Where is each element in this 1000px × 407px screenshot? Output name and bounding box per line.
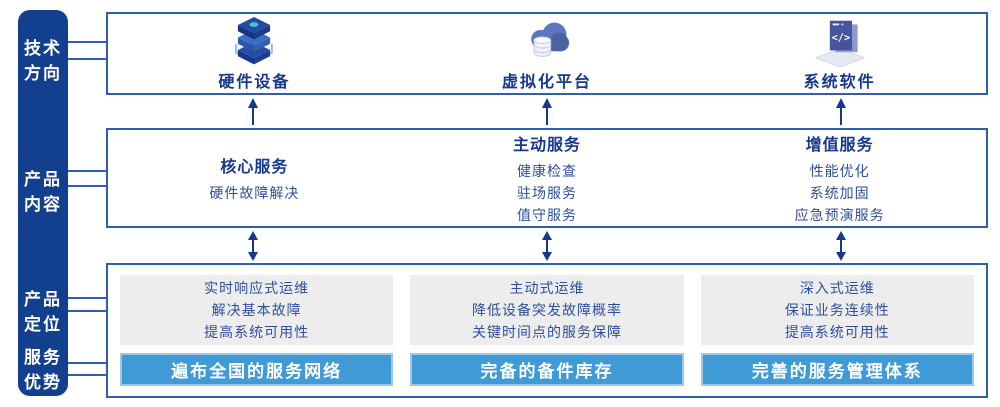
arrow-row-up — [106, 95, 988, 128]
position-line: 实时响应式运维 — [204, 280, 310, 296]
connector-line — [68, 362, 106, 364]
connector-line — [68, 297, 106, 299]
service-column-title: 核心服务 — [220, 158, 289, 176]
service-column-title: 主动服务 — [513, 136, 582, 154]
service-item: 系统加固 — [809, 184, 870, 201]
position-column-proactive: 主动式运维 降低设备突发故障概率 关键时间点的服务保障 完备的备件库存 — [410, 275, 684, 386]
double-arrow-icon — [400, 228, 694, 263]
position-line: 解决基本故障 — [211, 302, 302, 318]
tech-item-label: 虚拟化平台 — [502, 74, 593, 91]
advantage-banner: 完善的服务管理体系 — [700, 353, 974, 386]
connector-line — [68, 374, 106, 376]
cloud-database-icon — [517, 17, 577, 67]
position-column-indepth: 深入式运维 保证业务连续性 提高系统可用性 完善的服务管理体系 — [700, 275, 974, 386]
server-stack-icon — [225, 17, 283, 67]
position-line: 深入式运维 — [799, 280, 875, 296]
position-line: 关键时间点的服务保障 — [471, 324, 622, 340]
position-line: 提高系统可用性 — [784, 324, 890, 340]
sidebar-label-tech-direction: 技术方向 — [24, 39, 62, 83]
position-line: 保证业务连续性 — [784, 302, 890, 318]
double-arrow-icon — [106, 228, 400, 263]
category-sidebar: 技术方向 产品内容 产品定位 服务优势 — [18, 10, 68, 396]
service-item: 性能优化 — [809, 162, 870, 179]
up-arrow-icon — [106, 95, 400, 128]
advantage-banner: 遍布全国的服务网络 — [120, 353, 394, 386]
tech-item-label: 硬件设备 — [218, 74, 291, 91]
code-window-icon: </> — [810, 17, 870, 68]
tech-item-label: 系统软件 — [803, 74, 876, 91]
position-line: 提高系统可用性 — [204, 324, 310, 340]
service-item: 硬件故障解决 — [209, 184, 300, 201]
double-arrow-icon — [694, 228, 988, 263]
service-item: 健康检查 — [517, 162, 577, 179]
connector-line — [68, 310, 106, 312]
position-column-realtime: 实时响应式运维 解决基本故障 提高系统可用性 遍布全国的服务网络 — [120, 275, 394, 386]
connector-line — [68, 185, 106, 187]
code-glyph: </> — [831, 33, 849, 44]
service-item: 值守服务 — [517, 206, 577, 223]
connector-line — [68, 41, 106, 43]
service-column-proactive: 主动服务 健康检查 驻场服务 值守服务 — [401, 130, 694, 226]
position-description-panel: 实时响应式运维 解决基本故障 提高系统可用性 — [120, 275, 394, 345]
advantage-banner: 完备的备件库存 — [410, 353, 684, 386]
sidebar-label-product-content: 产品内容 — [24, 170, 62, 214]
sidebar-label-service-advantage: 服务优势 — [24, 348, 62, 392]
up-arrow-icon — [694, 95, 988, 128]
service-item: 应急预演服务 — [794, 206, 885, 223]
service-column-title: 增值服务 — [805, 136, 874, 154]
tech-direction-box: 硬件设备 虚拟化平台 — [106, 12, 988, 95]
product-position-box: 实时响应式运维 解决基本故障 提高系统可用性 遍布全国的服务网络 主动式运维 降… — [106, 263, 988, 398]
service-column-core: 核心服务 硬件故障解决 — [108, 130, 401, 226]
position-line: 降低设备突发故障概率 — [471, 302, 622, 318]
position-description-panel: 主动式运维 降低设备突发故障概率 关键时间点的服务保障 — [410, 275, 684, 345]
tech-item-hardware: 硬件设备 — [108, 14, 401, 93]
position-description-panel: 深入式运维 保证业务连续性 提高系统可用性 — [700, 275, 974, 345]
sidebar-label-product-position: 产品定位 — [24, 290, 62, 334]
tech-item-virtualization: 虚拟化平台 — [401, 14, 694, 93]
service-item: 驻场服务 — [517, 184, 577, 201]
service-column-value-added: 增值服务 性能优化 系统加固 应急预演服务 — [693, 130, 986, 226]
connector-line — [68, 170, 106, 172]
connector-line — [68, 58, 106, 60]
arrow-row-bidirectional — [106, 228, 988, 263]
tech-item-system-software: </> 系统软件 — [693, 14, 986, 93]
up-arrow-icon — [400, 95, 694, 128]
position-line: 主动式运维 — [509, 280, 585, 296]
product-content-box: 核心服务 硬件故障解决 主动服务 健康检查 驻场服务 值守服务 增值服务 性能优… — [106, 128, 988, 228]
